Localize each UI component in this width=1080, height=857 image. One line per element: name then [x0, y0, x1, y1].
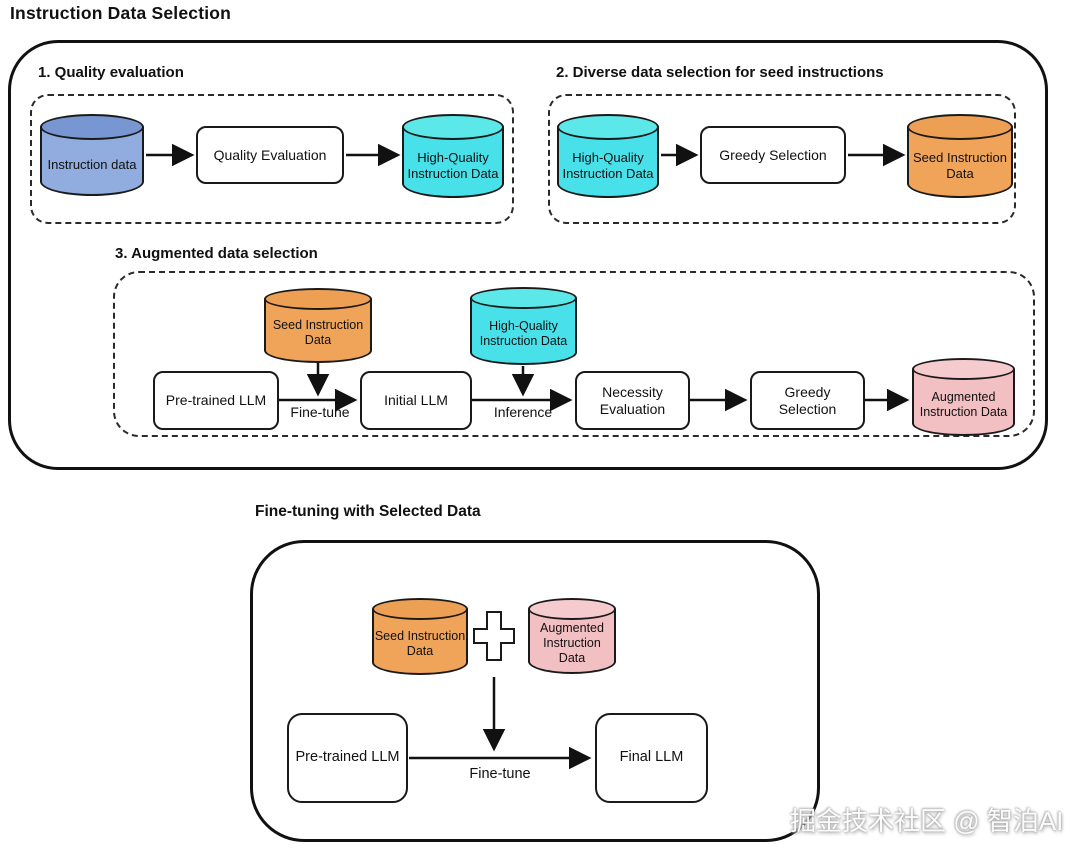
db-label: Seed Instruction Data — [272, 318, 364, 347]
cylinder-top — [912, 358, 1015, 380]
db-high-quality-s1: High-Quality Instruction Data — [402, 114, 504, 198]
cylinder-top — [557, 114, 659, 140]
db-label: Augmented Instruction Data — [919, 389, 1008, 419]
node-quality-evaluation: Quality Evaluation — [196, 126, 344, 184]
db-label: High-Quality Instruction Data — [479, 318, 568, 348]
cylinder-top — [372, 598, 468, 620]
cylinder-top — [402, 114, 504, 140]
node-initial-llm: Initial LLM — [360, 371, 472, 430]
db-label: Instruction data — [47, 156, 137, 172]
edge-label-inference: Inference — [493, 404, 553, 420]
db-label: Seed Instruction Data — [913, 149, 1007, 181]
cylinder-top — [40, 114, 144, 140]
finetune-panel-title: Fine-tuning with Selected Data — [255, 503, 481, 520]
node-pretrained-llm-s3: Pre-trained LLM — [153, 371, 279, 430]
db-augmented-finetune: Augmented Instruction Data — [528, 598, 616, 674]
node-greedy-selection-s2: Greedy Selection — [700, 126, 846, 184]
cylinder-top — [470, 287, 577, 309]
section-title-augmented: 3. Augmented data selection — [115, 245, 318, 262]
quality-dashed-box — [30, 94, 514, 224]
db-augmented-s3: Augmented Instruction Data — [912, 358, 1015, 436]
page-title: Instruction Data Selection — [10, 3, 232, 23]
db-seed-s3: Seed Instruction Data — [264, 288, 372, 363]
edge-label-finetune-bottom: Fine-tune — [469, 766, 531, 782]
db-seed-s2: Seed Instruction Data — [907, 114, 1013, 198]
augmented-dashed-box — [113, 271, 1035, 437]
node-final-llm: Final LLM — [595, 713, 708, 803]
db-high-quality-s3: High-Quality Instruction Data — [470, 287, 577, 365]
node-pretrained-llm-finetune: Pre-trained LLM — [287, 713, 408, 803]
plus-icon — [473, 611, 515, 661]
cylinder-top — [907, 114, 1013, 140]
cylinder-top — [264, 288, 372, 310]
db-label: Augmented Instruction Data — [540, 621, 604, 665]
section-title-diverse: 2. Diverse data selection for seed instr… — [556, 64, 884, 81]
edge-label-finetune-s3: Fine-tune — [290, 404, 350, 420]
cylinder-top — [528, 598, 616, 620]
section-title-quality: 1. Quality evaluation — [38, 64, 184, 81]
db-label: High-Quality Instruction Data — [562, 149, 654, 181]
diverse-dashed-box — [548, 94, 1016, 224]
db-label: High-Quality Instruction Data — [407, 149, 499, 181]
db-seed-finetune: Seed Instruction Data — [372, 598, 468, 675]
node-greedy-selection-s3: Greedy Selection — [750, 371, 865, 430]
db-high-quality-s2: High-Quality Instruction Data — [557, 114, 659, 198]
watermark: 掘金技术社区 @ 智泊AI — [790, 806, 1064, 836]
node-necessity-evaluation: Necessity Evaluation — [575, 371, 690, 430]
db-label: Seed Instruction Data — [374, 629, 466, 658]
db-instruction-data: Instruction data — [40, 114, 144, 196]
